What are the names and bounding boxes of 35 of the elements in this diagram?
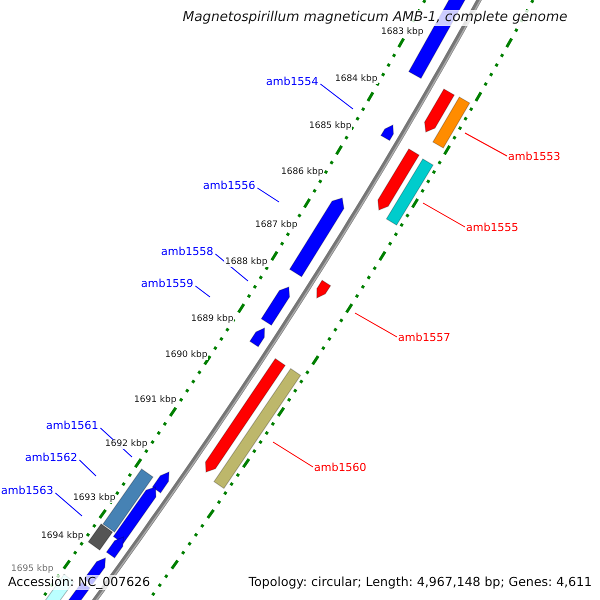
- scale-tick-label: 1687 kbp: [254, 221, 298, 230]
- scale-tick-label: 1694 kbp: [40, 532, 84, 541]
- gene-label: amb1555: [466, 222, 518, 233]
- leader-line: [464, 132, 508, 156]
- accession-text: Accession: NC_007626: [6, 575, 152, 590]
- gene-label: amb1562: [25, 452, 78, 463]
- leader-line: [320, 84, 354, 110]
- leader-line: [272, 442, 314, 468]
- gene-label: amb1559: [141, 278, 194, 289]
- scale-tick-label: 1686 kbp: [280, 168, 324, 177]
- genome-summary-text: Topology: circular; Length: 4,967,148 bp; Genes: 4,611: [246, 575, 594, 590]
- scale-tick-label: 1684 kbp: [334, 75, 378, 84]
- gene-label: amb1558: [161, 246, 214, 257]
- gene-label: amb1560: [314, 462, 366, 473]
- leader-line: [354, 312, 398, 338]
- gene-label: amb1556: [203, 180, 256, 191]
- gene-label: amb1563: [1, 485, 54, 496]
- scale-tick-label: 1688 kbp: [224, 258, 268, 267]
- gene-label: amb1561: [46, 420, 98, 431]
- scale-tick-label: 1692 kbp: [104, 440, 148, 449]
- leader-line: [256, 188, 280, 202]
- gene-label: amb1554: [266, 76, 318, 87]
- scale-tick-label: 1693 kbp: [72, 494, 116, 503]
- leader-line: [194, 286, 210, 298]
- leader-line: [54, 492, 82, 516]
- gene-label: amb1557: [398, 332, 450, 343]
- scale-tick-label: 1685 kbp: [308, 122, 352, 131]
- scale-tick-label: 1689 kbp: [190, 315, 234, 324]
- leader-line: [422, 202, 466, 228]
- scale-tick-label: 1683 kbp: [380, 28, 424, 37]
- scale-tick-label: 1691 kbp: [133, 396, 178, 405]
- gene-label: amb1553: [508, 151, 560, 162]
- scale-tick-label: 1695 kbp: [10, 565, 54, 574]
- scale-tick-label: 1690 kbp: [164, 351, 208, 360]
- leader-line: [78, 460, 96, 476]
